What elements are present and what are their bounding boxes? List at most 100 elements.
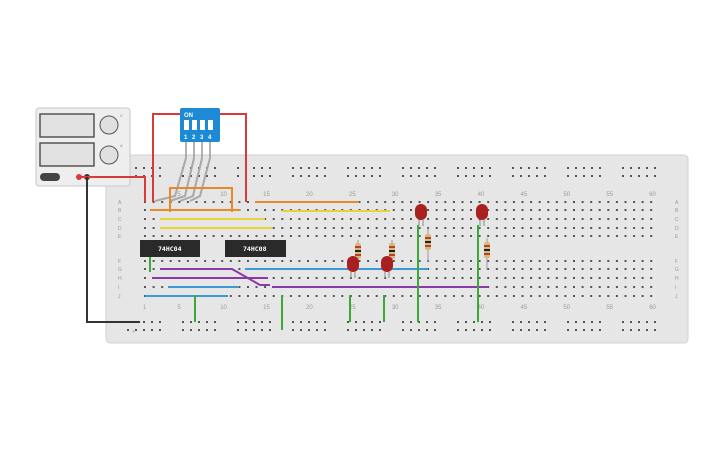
breadboard-hole[interactable] [607,209,610,211]
breadboard-hole[interactable] [633,295,636,297]
yellow-wires[interactable] [160,210,390,229]
breadboard-hole[interactable] [530,201,533,203]
breadboard-hole[interactable] [538,209,541,211]
breadboard-hole[interactable] [581,286,584,288]
breadboard-hole[interactable] [641,235,644,237]
breadboard-hole[interactable] [470,227,472,229]
rail-hole[interactable] [347,321,349,323]
rail-hole[interactable] [599,321,601,323]
breadboard-hole[interactable] [427,295,430,297]
breadboard-hole[interactable] [229,235,232,237]
breadboard-hole[interactable] [358,260,361,262]
breadboard-hole[interactable] [530,209,533,211]
resistors[interactable] [355,228,490,270]
breadboard-hole[interactable] [375,260,378,262]
breadboard-hole[interactable] [650,209,653,211]
breadboard-hole[interactable] [307,277,309,279]
rail-hole[interactable] [308,321,310,323]
breadboard-hole[interactable] [547,277,550,279]
breadboard-hole[interactable] [598,209,601,211]
breadboard-hole[interactable] [444,277,447,279]
rail-hole[interactable] [292,329,294,331]
breadboard-hole[interactable] [392,218,395,220]
breadboard-hole[interactable] [530,260,533,262]
rail-hole[interactable] [630,175,632,177]
breadboard-hole[interactable] [547,201,550,203]
breadboard-hole[interactable] [504,286,507,288]
breadboard-hole[interactable] [641,268,644,270]
breadboard-hole[interactable] [512,218,515,220]
rail-hole[interactable] [269,321,271,323]
rail-hole[interactable] [567,321,569,323]
breadboard-hole[interactable] [229,295,232,297]
breadboard-hole[interactable] [495,227,498,229]
breadboard-hole[interactable] [641,260,644,262]
breadboard-hole[interactable] [530,286,533,288]
breadboard-hole[interactable] [478,295,481,297]
breadboard-hole[interactable] [144,268,146,270]
rail-hole[interactable] [308,329,310,331]
breadboard-hole[interactable] [478,277,481,279]
rail-hole[interactable] [363,321,365,323]
rail-hole[interactable] [622,329,624,331]
rail-hole[interactable] [402,175,404,177]
rail-hole[interactable] [324,175,326,177]
rail-hole[interactable] [426,329,428,331]
breadboard-hole[interactable] [624,295,627,297]
breadboard-hole[interactable] [624,235,627,237]
rail-hole[interactable] [544,321,546,323]
breadboard-hole[interactable] [547,260,550,262]
breadboard-hole[interactable] [547,268,550,270]
rail-hole[interactable] [237,321,239,323]
breadboard-hole[interactable] [144,227,146,229]
chip-74hc04[interactable]: 74HC04 [140,240,200,257]
rail-hole[interactable] [646,329,648,331]
breadboard-hole[interactable] [633,209,636,211]
rail-hole[interactable] [261,329,263,331]
rail-hole[interactable] [567,167,569,169]
breadboard-hole[interactable] [478,227,481,229]
breadboard-hole[interactable] [298,227,301,229]
breadboard-hole[interactable] [624,277,627,279]
breadboard-hole[interactable] [332,218,335,220]
rail-hole[interactable] [308,167,310,169]
breadboard-hole[interactable] [590,277,593,279]
breadboard-hole[interactable] [615,235,618,237]
breadboard-hole[interactable] [650,218,653,220]
breadboard-hole[interactable] [564,277,567,279]
breadboard-hole[interactable] [418,295,421,297]
rail-hole[interactable] [512,321,514,323]
rail-hole[interactable] [520,329,522,331]
breadboard-hole[interactable] [324,277,327,279]
breadboard-hole[interactable] [598,277,601,279]
breadboard-hole[interactable] [324,218,327,220]
rail-hole[interactable] [583,167,585,169]
breadboard-hole[interactable] [461,227,464,229]
breadboard-hole[interactable] [315,218,318,220]
breadboard-hole[interactable] [650,201,653,203]
breadboard-hole[interactable] [607,201,610,203]
breadboard-hole[interactable] [444,227,447,229]
rail-hole[interactable] [245,321,247,323]
breadboard-hole[interactable] [452,218,455,220]
breadboard-hole[interactable] [281,235,284,237]
rail-hole[interactable] [253,167,255,169]
rail-hole[interactable] [182,321,184,323]
breadboard-hole[interactable] [358,218,361,220]
breadboard-hole[interactable] [555,201,558,203]
rail-hole[interactable] [402,329,404,331]
breadboard-hole[interactable] [495,235,498,237]
breadboard-hole[interactable] [247,235,249,237]
breadboard-hole[interactable] [461,235,464,237]
rail-hole[interactable] [528,321,530,323]
rail-hole[interactable] [528,175,530,177]
rail-hole[interactable] [481,329,483,331]
breadboard-hole[interactable] [564,295,567,297]
breadboard-hole[interactable] [298,295,301,297]
breadboard-hole[interactable] [418,201,421,203]
breadboard-hole[interactable] [212,235,215,237]
rail-hole[interactable] [269,167,271,169]
breadboard-hole[interactable] [555,260,558,262]
breadboard-hole[interactable] [289,235,292,237]
breadboard-hole[interactable] [521,201,524,203]
